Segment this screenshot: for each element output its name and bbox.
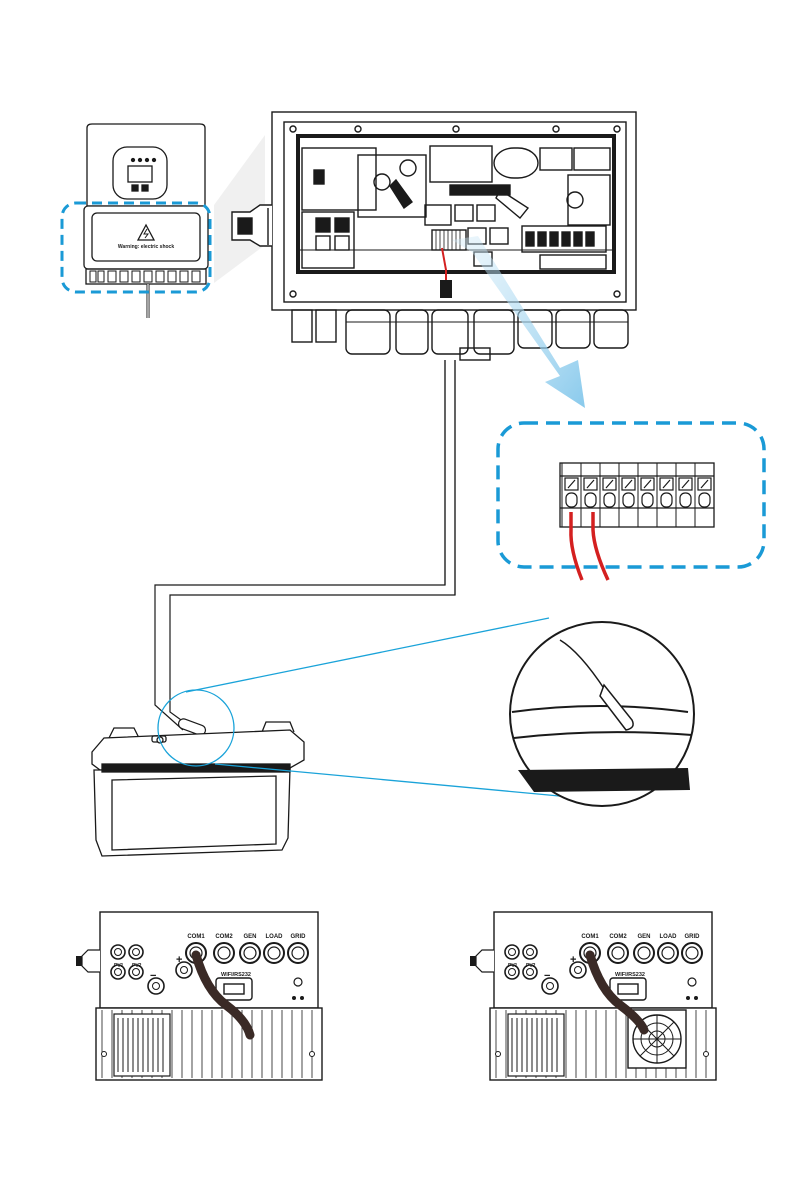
cable-gland xyxy=(440,280,452,298)
port-label-com2: COM2 xyxy=(609,934,627,940)
port-label-com1: COM1 xyxy=(581,934,599,940)
port-label-gen: GEN xyxy=(243,934,256,940)
inverter-overview: Warning: electric shock xyxy=(84,124,208,318)
wiring-cover xyxy=(84,206,208,269)
pv2-label: PV2 xyxy=(132,963,142,969)
wifi-port-label: WIFI/RS232 xyxy=(615,972,645,978)
port-label-com1: COM1 xyxy=(187,934,205,940)
pv1-label: PV1 xyxy=(114,963,124,969)
temperature-sensor-cable xyxy=(445,360,455,595)
port-label-load: LOAD xyxy=(660,934,678,940)
port-label-load: LOAD xyxy=(266,934,284,940)
port-label-com2: COM2 xyxy=(215,934,233,940)
sensor-magnified-view xyxy=(510,622,694,806)
inverter-wiring-compartment xyxy=(232,112,636,360)
wifi-port-label: WIFI/RS232 xyxy=(221,972,251,978)
port-label-grid: GRID xyxy=(685,934,701,940)
warning-label: Warning: electric shock xyxy=(118,244,174,250)
battery-icon xyxy=(92,722,304,856)
port-label-gen: GEN xyxy=(637,934,650,940)
port-label-grid: GRID xyxy=(291,934,307,940)
pv1-label: PV1 xyxy=(508,963,518,969)
terminal-block-icon xyxy=(560,463,714,527)
pv2-label: PV2 xyxy=(526,963,536,969)
